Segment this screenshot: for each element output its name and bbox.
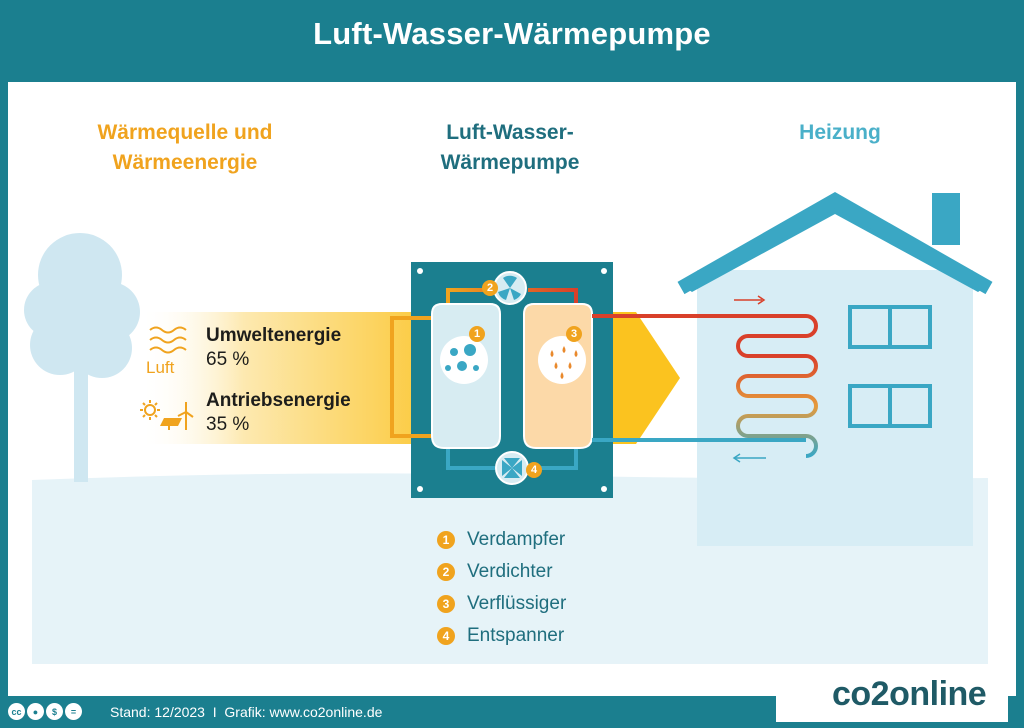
cc-license-icons: cc ● $ = (8, 703, 82, 720)
legend-item: 2 Verdichter (437, 556, 566, 588)
legend-label: Entspanner (467, 625, 565, 646)
pump-title: Luft-Wasser-Wärmepumpe (440, 121, 580, 174)
marker-2 (482, 280, 498, 296)
page-title: Luft-Wasser-Wärmepumpe (313, 16, 711, 51)
air-waves-icon (149, 326, 187, 354)
marker-3-label: 3 (570, 328, 578, 340)
house (677, 191, 993, 546)
component-legend: 1 Verdampfer 2 Verdichter 3 Verflüssiger… (437, 524, 566, 652)
legend-label: Verdampfer (467, 529, 566, 550)
marker-1-label: 1 (473, 328, 481, 340)
arrow-right-icon (734, 295, 766, 305)
brand-tab (776, 672, 1008, 722)
compressor-fan-icon (493, 271, 527, 305)
legend-number: 2 (437, 563, 455, 581)
evaporator (431, 303, 501, 449)
pump-screws (417, 268, 607, 492)
drive-energy-value: 35 % (206, 414, 250, 435)
marker-2-label: 2 (486, 282, 494, 294)
solar-panel-icon (160, 418, 182, 430)
condenser (523, 303, 593, 449)
legend-item: 4 Entspanner (437, 620, 566, 652)
heating-coil (736, 354, 818, 458)
legend-item: 1 Verdampfer (437, 524, 566, 556)
circuit-top (446, 288, 578, 304)
drive-energy: Antriebsenergie 35 % (206, 389, 351, 437)
marker-4-label: 4 (530, 464, 538, 476)
environment-energy: Umweltenergie 65 % (206, 324, 341, 372)
heating-title: Heizung (799, 121, 881, 144)
legend-number: 4 (437, 627, 455, 645)
marker-4 (526, 462, 542, 478)
environment-energy-value: 65 % (206, 349, 250, 370)
by-icon: ● (27, 703, 44, 720)
arrow-left-icon (732, 453, 766, 463)
legend-item: 3 Verflüssiger (437, 588, 566, 620)
source-title: Wärmequelle und Wärmeenergie (97, 121, 273, 174)
sun-icon (140, 400, 160, 420)
legend-number: 3 (437, 595, 455, 613)
legend-number: 1 (437, 531, 455, 549)
heat-arrow (600, 312, 680, 444)
footer-credit: Stand: 12/2023 I Grafik: www.co2online.d… (110, 704, 383, 720)
energy-band (140, 312, 436, 444)
luft-label: Luft (146, 358, 175, 377)
expansion-valve-icon (495, 451, 529, 485)
cc-icon: cc (8, 703, 25, 720)
brand-logo: co2online (832, 675, 987, 713)
hot-pipe (592, 314, 818, 358)
environment-energy-label: Umweltenergie (206, 325, 342, 346)
legend-label: Verdichter (467, 561, 553, 582)
marker-1 (469, 326, 485, 342)
tree-icon (24, 233, 140, 482)
env-loop (390, 316, 432, 438)
window-top (848, 305, 932, 349)
nd-icon: = (65, 703, 82, 720)
legend-label: Verflüssiger (467, 593, 567, 614)
marker-3 (566, 326, 582, 342)
window-bottom (848, 384, 932, 428)
nc-icon: $ (46, 703, 63, 720)
wind-turbine-icon (177, 402, 194, 430)
circuit-bottom (446, 444, 578, 470)
drive-energy-label: Antriebsenergie (206, 390, 351, 411)
